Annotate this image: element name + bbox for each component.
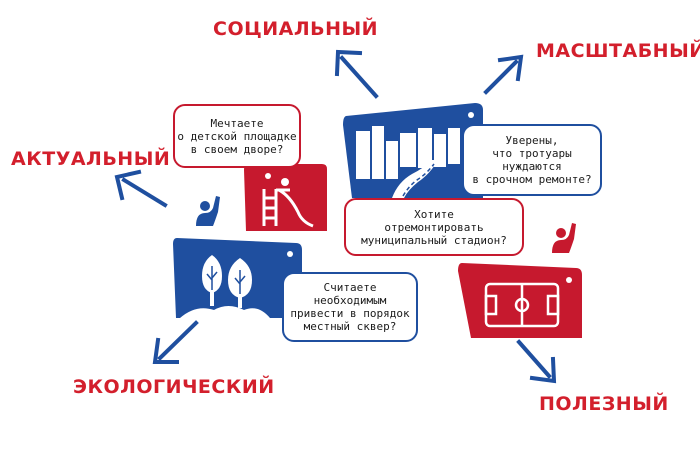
city-card [343, 103, 483, 198]
bubble-stadium-line: муниципальный стадион? [361, 233, 507, 247]
label-social: СОЦИАЛЬНЫЙ [213, 18, 379, 40]
bubble-square-line: привести в порядок [290, 307, 410, 320]
label-useful: ПОЛЕЗНЫЙ [539, 393, 669, 415]
label-scale: МАСШТАБНЫЙ [536, 40, 700, 62]
arrow-scale-icon [483, 54, 524, 95]
bubble-stadium-line: Хотите [414, 207, 454, 221]
bubble-stadium-line: отремонтировать [384, 220, 484, 234]
playground-card [244, 164, 327, 231]
playground-slide-icon [262, 178, 314, 228]
bubble-sidewalks-line: что тротуары [492, 147, 572, 160]
bubble-sidewalks-line: в срочном ремонте? [472, 173, 592, 186]
football-field-icon [484, 282, 560, 328]
city-road-icon [356, 126, 460, 198]
bubble-sidewalks-line: Уверены, [505, 134, 559, 147]
bubble-sidewalks-line: нуждаются [502, 160, 562, 173]
trees-card [173, 238, 302, 318]
person-raising-hand-icon [552, 223, 576, 253]
bubble-playground: Мечтаете о детской площадке в своем двор… [173, 104, 301, 168]
arrows [114, 49, 557, 384]
bubble-playground-line: Мечтаете [210, 116, 264, 130]
bubble-square: Считаете необходимым привести в порядок … [282, 272, 418, 342]
label-ecological: ЭКОЛОГИЧЕСКИЙ [73, 376, 275, 398]
bubble-square-line: Считаете [323, 281, 377, 294]
bubble-playground-line: в своем дворе? [190, 142, 284, 156]
bubble-stadium: Хотите отремонтировать муниципальный ста… [344, 198, 524, 256]
football-card [458, 263, 582, 338]
bubble-sidewalks: Уверены, что тротуары нуждаются в срочно… [462, 124, 602, 196]
arrow-actual-icon [114, 169, 168, 208]
bubble-square-line: необходимым [313, 294, 387, 307]
arrow-useful-icon [516, 339, 557, 384]
label-actual: АКТУАЛЬНЫЙ [11, 148, 171, 170]
arrow-social-icon [334, 49, 379, 99]
person-raising-hand-icon [196, 196, 220, 226]
bubble-playground-line: о детской площадке [177, 129, 297, 143]
bubble-square-line: местный сквер? [303, 320, 397, 333]
arrow-ecological-icon [152, 320, 199, 364]
